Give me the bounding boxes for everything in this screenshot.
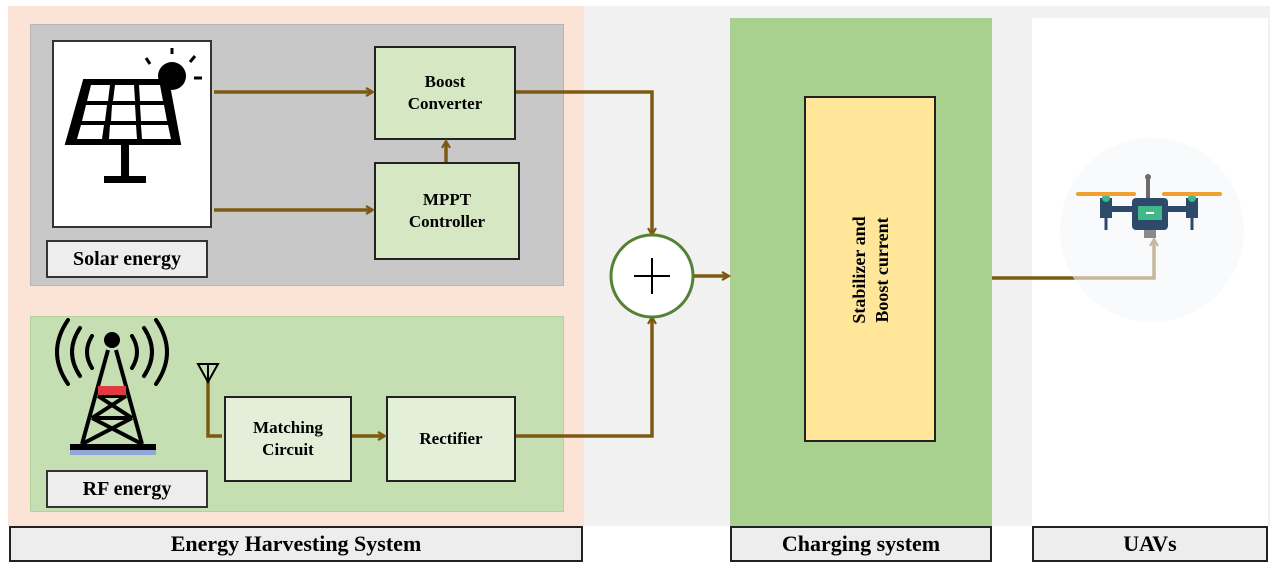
summing-junction-icon xyxy=(609,233,695,319)
boost-converter-block: Boost Converter xyxy=(374,46,516,140)
wire-antenna-matching xyxy=(206,380,222,438)
wire-boost-summer xyxy=(516,90,652,234)
stabilizer-block: Stabilizer and Boost current xyxy=(804,96,936,442)
radio-tower-icon xyxy=(55,318,169,455)
rf-energy-label: RF energy xyxy=(46,470,208,508)
solar-panel-icon xyxy=(64,48,202,183)
wire-rectifier-summer xyxy=(516,318,652,438)
antenna-icon xyxy=(196,363,220,385)
solar-energy-label: Solar energy xyxy=(46,240,208,278)
matching-circuit-block: Matching Circuit xyxy=(224,396,352,482)
energy-harvesting-footer: Energy Harvesting System xyxy=(9,526,583,562)
drone-icon xyxy=(1060,138,1244,322)
mppt-controller-block: MPPT Controller xyxy=(374,162,520,260)
rectifier-block: Rectifier xyxy=(386,396,516,482)
charging-system-footer: Charging system xyxy=(730,526,992,562)
uavs-footer: UAVs xyxy=(1032,526,1268,562)
